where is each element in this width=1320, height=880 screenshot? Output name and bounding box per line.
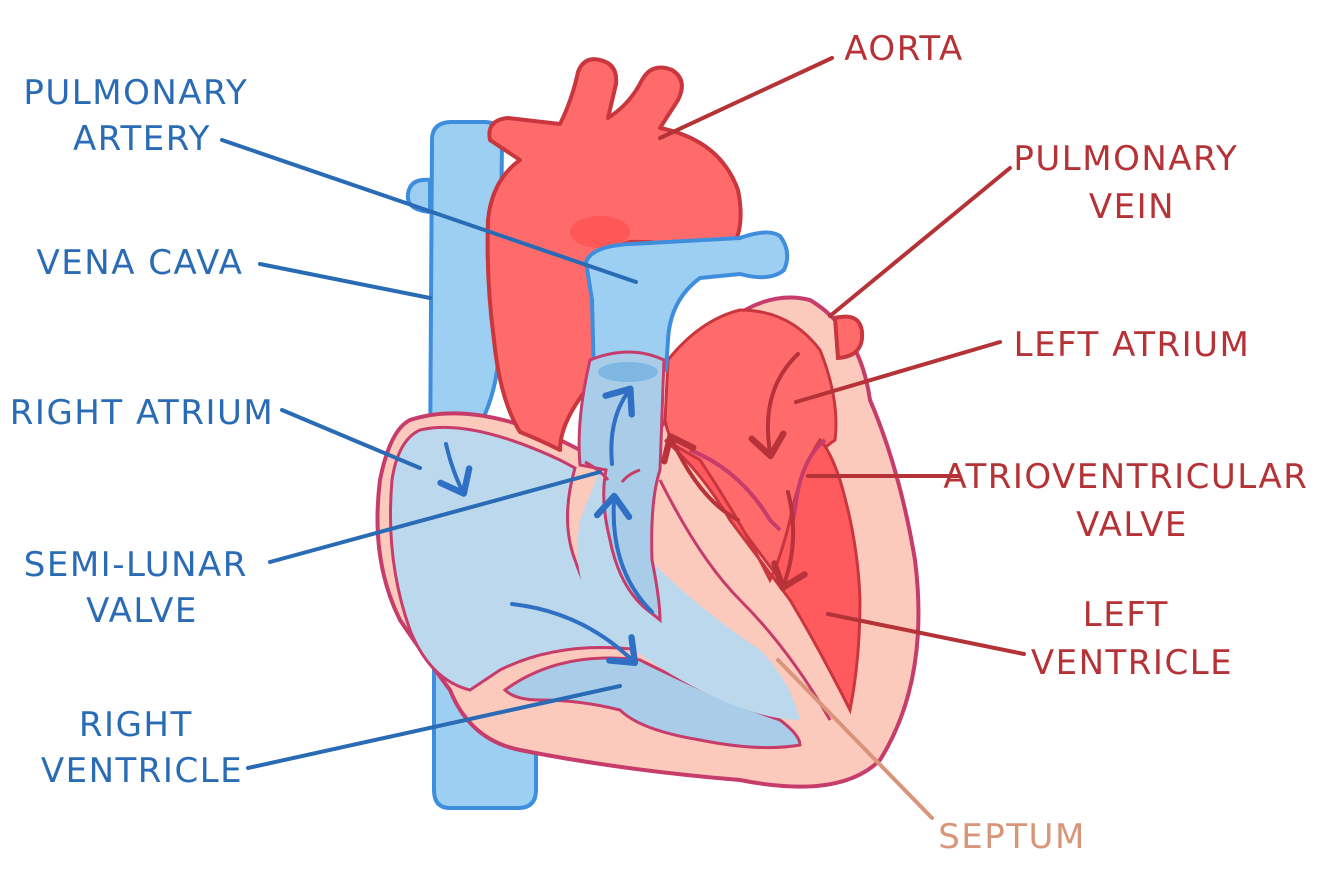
label-atrioventricular-valve-line1: ATRIOVENTRICULAR (943, 457, 1308, 497)
label-pulmonary-vein: PULMONARY VEIN (1013, 139, 1250, 227)
label-right-ventricle: RIGHT VENTRICLE (41, 705, 243, 791)
label-semi-lunar-valve-line2: VALVE (86, 591, 198, 631)
label-semi-lunar-valve: SEMI-LUNAR VALVE (24, 545, 260, 631)
leader-pulmonary-vein (828, 166, 1012, 318)
label-aorta: AORTA (844, 29, 963, 69)
blood-flow-arrows (437, 352, 808, 666)
labels: PULMONARY ARTERY VENA CAVA RIGHT ATRIUM … (10, 29, 1320, 857)
label-right-ventricle-line2: VENTRICLE (41, 751, 243, 791)
leader-septum (776, 658, 934, 820)
label-left-atrium-line1: LEFT ATRIUM (1014, 325, 1251, 365)
label-aorta-line1: AORTA (844, 29, 963, 69)
flow-arrow-left-outflow (661, 433, 740, 522)
label-pulmonary-vein-line1: PULMONARY (1013, 139, 1238, 179)
pulmonary-vein-vessel (832, 314, 865, 361)
label-pulmonary-artery-line1: PULMONARY (23, 73, 248, 113)
label-atrioventricular-valve-line2: VALVE (1076, 505, 1188, 545)
label-left-ventricle: LEFT VENTRICLE (1031, 595, 1233, 683)
pulmonary-artery-vessel (584, 230, 790, 382)
leader-right-ventricle (246, 684, 622, 770)
aorta-vessel (485, 57, 743, 452)
label-right-atrium: RIGHT ATRIUM (10, 393, 274, 433)
flow-arrow-right-atrium (437, 442, 473, 497)
leader-vena-cava (258, 262, 432, 300)
flow-arrow-left-ventricle (771, 490, 808, 591)
flow-arrow-outflow-lower (593, 492, 654, 614)
label-semi-lunar-valve-line1: SEMI-LUNAR (24, 545, 248, 585)
leader-lines (220, 56, 1026, 820)
atrioventricular-valve-shape (689, 438, 827, 532)
label-pulmonary-artery-line2: ARTERY (73, 119, 211, 159)
label-atrioventricular-valve: ATRIOVENTRICULAR VALVE (943, 457, 1320, 545)
leader-aorta (658, 56, 834, 140)
label-right-atrium-line1: RIGHT ATRIUM (10, 393, 274, 433)
label-vena-cava: VENA CAVA (37, 243, 244, 283)
leader-right-atrium (280, 408, 422, 470)
label-septum: SEPTUM (938, 817, 1086, 857)
septum-wall (658, 479, 832, 721)
label-left-ventricle-line1: LEFT (1083, 595, 1169, 635)
flow-arrow-outflow-upper (602, 385, 635, 466)
leader-left-ventricle (826, 612, 1026, 656)
leader-pulmonary-artery (220, 138, 638, 284)
label-vena-cava-line1: VENA CAVA (37, 243, 244, 283)
leader-left-atrium (794, 340, 1002, 404)
label-left-atrium: LEFT ATRIUM (1014, 325, 1251, 365)
label-septum-line1: SEPTUM (938, 817, 1086, 857)
label-pulmonary-artery: PULMONARY ARTERY (23, 73, 260, 159)
flow-arrow-right-ventricle (510, 602, 639, 666)
label-pulmonary-vein-line2: VEIN (1089, 187, 1175, 227)
leader-semi-lunar-valve (268, 470, 602, 564)
label-left-ventricle-line2: VENTRICLE (1031, 643, 1233, 683)
flow-arrow-left-atrium (748, 352, 800, 460)
label-right-ventricle-line1: RIGHT (79, 705, 193, 745)
